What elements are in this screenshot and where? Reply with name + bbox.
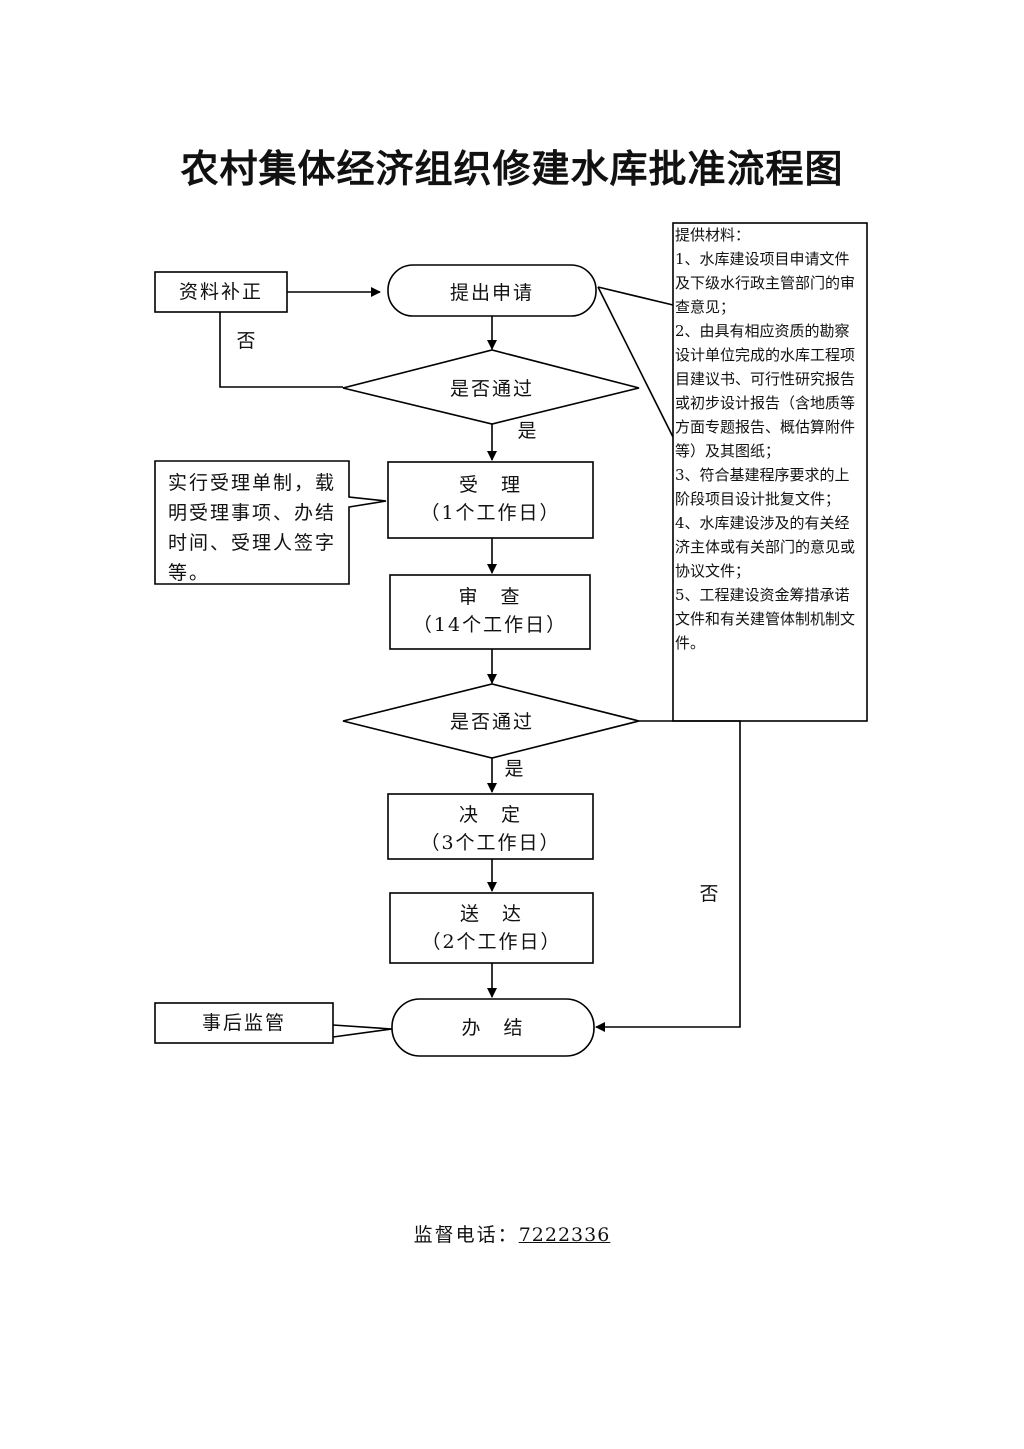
- check2-label: 是否通过: [449, 711, 534, 733]
- yes-label-2: 是: [504, 758, 526, 780]
- supervise-box: [154, 1002, 334, 1044]
- accept-box: [387, 461, 594, 539]
- page-title: 农村集体经济组织修建水库批准流程图: [180, 147, 844, 191]
- supervision-phone-label: 监督电话：: [413, 1224, 519, 1246]
- supervision-phone-number: 7222336: [518, 1224, 611, 1246]
- accept-note-line: 明受理事项、办结: [168, 502, 337, 524]
- supplement-label: 资料补正: [178, 281, 263, 303]
- deliver-label: 送 达 （2个工作日）: [390, 900, 593, 956]
- deliver-days: （2个工作日）: [421, 931, 562, 953]
- no-label-2: 否: [699, 883, 721, 905]
- accept-note-line: 时间、受理人签字: [168, 532, 337, 554]
- review-box: [389, 574, 591, 650]
- deliver-name: 送 达: [459, 903, 523, 925]
- supervision-phone: 监督电话：7222336: [0, 1220, 1024, 1247]
- finish-box: [391, 998, 595, 1057]
- review-name: 审 查: [458, 586, 522, 608]
- supervise-label: 事后监管: [201, 1012, 286, 1034]
- decide-days: （3个工作日）: [420, 832, 561, 854]
- materials-item: 1、水库建设项目申请文件及下级水行政主管部门的审查意见；: [675, 250, 856, 316]
- materials-box: [672, 222, 868, 722]
- accept-name: 受 理: [458, 474, 522, 496]
- materials-item: 3、符合基建程序要求的上阶段项目设计批复文件；: [675, 466, 850, 508]
- materials-item: 2、由具有相应资质的勘察设计单位完成的水库工程项目建议书、可行性研究报告或初步设…: [675, 322, 856, 460]
- materials-item: 4、水库建设涉及的有关经济主体或有关部门的意见或协议文件；: [675, 514, 856, 580]
- accept-label: 受 理 （1个工作日）: [388, 471, 593, 527]
- no-label-1: 否: [236, 330, 258, 352]
- decide-label: 决 定 （3个工作日）: [388, 801, 593, 857]
- materials-item: 5、工程建设资金筹措承诺文件和有关建管体制机制文件。: [675, 586, 856, 652]
- accept-note-line: 等。: [168, 562, 211, 584]
- decide-box: [387, 793, 594, 860]
- review-label: 审 查 （14个工作日）: [390, 583, 590, 639]
- review-days: （14个工作日）: [412, 614, 568, 636]
- decide-name: 决 定: [458, 804, 522, 826]
- check1-label: 是否通过: [449, 378, 534, 400]
- materials-list: 提供材料： 1、水库建设项目申请文件及下级水行政主管部门的审查意见； 2、由具有…: [675, 223, 863, 655]
- accept-note-line: 实行受理单制，载: [168, 472, 337, 494]
- yes-label-1: 是: [517, 420, 539, 442]
- accept-note: 实行受理单制，载 明受理事项、办结 时间、受理人签字 等。: [168, 468, 348, 588]
- finish-label: 办 结: [461, 1017, 525, 1039]
- accept-note-callout: [154, 460, 387, 585]
- accept-days: （1个工作日）: [420, 502, 561, 524]
- materials-heading: 提供材料：: [675, 226, 751, 244]
- apply-label: 提出申请: [449, 282, 534, 304]
- check1-diamond: [342, 349, 640, 425]
